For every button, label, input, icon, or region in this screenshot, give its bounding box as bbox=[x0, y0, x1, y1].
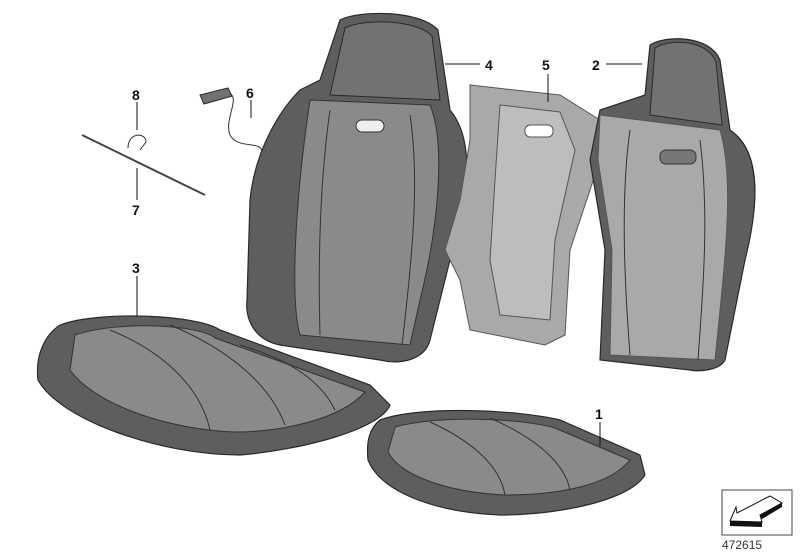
part-7-rod[interactable] bbox=[81, 134, 206, 196]
svg-text:3: 3 bbox=[132, 260, 140, 276]
part-4-backrest-front[interactable] bbox=[246, 12, 468, 363]
callout-6[interactable]: 6 bbox=[246, 85, 254, 118]
svg-text:5: 5 bbox=[542, 57, 550, 73]
callout-4[interactable]: 4 bbox=[445, 57, 493, 73]
diagram-number: 472615 bbox=[722, 538, 763, 552]
callout-3[interactable]: 3 bbox=[132, 260, 140, 316]
svg-text:7: 7 bbox=[132, 202, 140, 218]
callout-5[interactable]: 5 bbox=[542, 57, 550, 102]
svg-text:2: 2 bbox=[592, 57, 600, 73]
callout-2[interactable]: 2 bbox=[592, 57, 642, 73]
callout-8[interactable]: 8 bbox=[132, 87, 140, 130]
svg-text:4: 4 bbox=[485, 57, 493, 73]
part-1-cushion-right[interactable] bbox=[366, 409, 646, 516]
part-8-clip[interactable] bbox=[127, 134, 147, 151]
part-2-backrest-rear[interactable] bbox=[589, 38, 756, 372]
svg-text:1: 1 bbox=[595, 406, 603, 422]
svg-text:6: 6 bbox=[246, 85, 254, 101]
callout-1[interactable]: 1 bbox=[595, 406, 603, 446]
part-6-cable[interactable] bbox=[199, 87, 265, 164]
arrow-symbol-icon bbox=[721, 489, 793, 536]
svg-text:8: 8 bbox=[132, 87, 140, 103]
part-5-foam[interactable] bbox=[444, 84, 601, 346]
part-3-cushion-left[interactable] bbox=[36, 315, 391, 456]
callout-7[interactable]: 7 bbox=[132, 168, 140, 218]
